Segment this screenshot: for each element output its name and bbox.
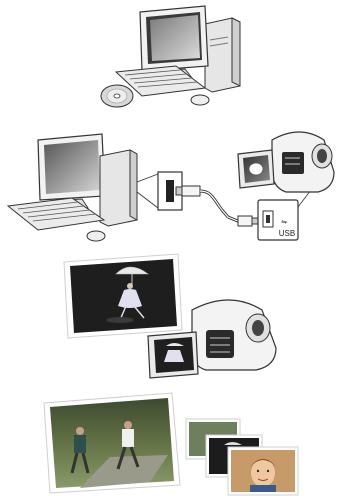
mouse-icon bbox=[87, 231, 105, 241]
desktop-tower-icon bbox=[205, 18, 240, 92]
usb-plug-icon bbox=[176, 186, 228, 217]
mini-usb-plug-icon bbox=[238, 216, 258, 226]
photo-stack-icon bbox=[186, 419, 298, 495]
usb-symbol-icon: ⇋ bbox=[281, 219, 287, 226]
panel-photo-prints bbox=[0, 385, 339, 496]
photo-skaters-icon bbox=[44, 393, 180, 493]
camcorder-usb-port-callout: ⇋ USB bbox=[258, 186, 314, 240]
mouse-icon bbox=[191, 95, 209, 105]
usb-port-label: USB bbox=[279, 229, 295, 238]
photo-dancer-icon bbox=[64, 254, 182, 338]
panel-computer-disc bbox=[0, 0, 339, 112]
usb-connection-illustration: ⇋ USB bbox=[0, 112, 339, 250]
camcorder-icon bbox=[238, 132, 334, 192]
keyboard-icon bbox=[8, 198, 104, 230]
panel-computer-camcorder-usb: ⇋ USB bbox=[0, 112, 339, 250]
usb-port-icon bbox=[166, 180, 174, 202]
photo-camcorder-illustration bbox=[0, 250, 339, 385]
panel-photo-to-camcorder bbox=[0, 250, 339, 385]
photo-prints-illustration bbox=[0, 385, 339, 496]
computer-disc-illustration bbox=[0, 0, 339, 112]
disc-icon bbox=[101, 85, 133, 107]
desktop-tower-icon bbox=[100, 150, 137, 226]
